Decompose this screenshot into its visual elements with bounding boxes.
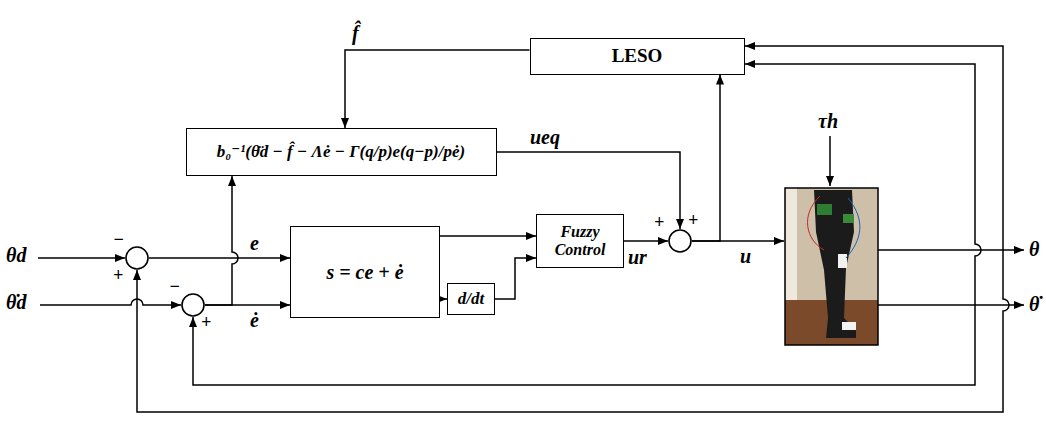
signal-connector — [440, 298, 447, 300]
photo-knee-brace — [838, 254, 847, 268]
node-text: s = ce + ė — [326, 261, 403, 284]
photo-cable — [808, 196, 824, 250]
photo-cable — [846, 198, 860, 258]
photo-wall — [785, 188, 878, 345]
sign-label: + — [113, 266, 123, 286]
signal-connector — [440, 235, 536, 237]
output-label: θ̇ — [1029, 293, 1039, 315]
text-stack: LESO — [612, 45, 663, 67]
junction-circle — [126, 247, 148, 269]
node-text: d/dt — [458, 289, 484, 309]
signal-connector — [495, 258, 536, 299]
signal-connector — [205, 176, 238, 305]
signal-connector — [149, 257, 290, 259]
summing-junction: −+ — [181, 293, 205, 317]
summing-junction: −+ — [125, 246, 149, 270]
observer-box: LESO — [530, 38, 745, 75]
junction-circle — [182, 294, 204, 316]
summing-junction: ++ — [668, 229, 692, 253]
photo-board — [843, 214, 854, 223]
photo-board — [817, 204, 832, 215]
sign-label: − — [169, 277, 180, 297]
derivative-box: d/dt — [447, 283, 495, 315]
disturbance-label: τh — [818, 110, 838, 132]
photo-leg — [814, 190, 856, 338]
sign-label: + — [654, 213, 664, 233]
signal-label: f̂ — [352, 22, 359, 44]
text-stack: d/dt — [458, 289, 484, 309]
output-wire — [878, 249, 1024, 251]
text-stack: b₀⁻¹(θ̈d − f̂ − Λė − Γ(q/p)e(q−p)/pė) — [217, 142, 465, 162]
text-stack: s = ce + ė — [326, 261, 403, 284]
junction-outline — [668, 229, 692, 253]
sign-label: + — [201, 313, 211, 333]
reference-rate-wire — [40, 299, 181, 305]
photo-door-frame — [786, 188, 797, 300]
signal-connector — [624, 240, 668, 242]
photo-frame — [785, 188, 878, 345]
node-text: Fuzzy Control — [543, 223, 617, 260]
output-label: θ — [1029, 238, 1039, 260]
reference-wire — [38, 257, 125, 259]
node-text: b₀⁻¹(θ̈d − f̂ − Λė − Γ(q/p)e(q−p)/pė) — [217, 142, 465, 162]
sign-label: − — [113, 230, 124, 250]
disturbance-arrow — [829, 136, 831, 186]
exoskeleton-photo — [785, 188, 878, 345]
photo-ankle-brace — [842, 322, 856, 330]
signal-label: u — [740, 245, 751, 267]
output-rate-wire — [878, 304, 1024, 306]
signal-label: e — [250, 232, 259, 254]
junction-outline — [125, 246, 149, 270]
junction-circle — [669, 230, 691, 252]
reference-rate-label: θ̇d — [6, 291, 26, 313]
text-stack: Fuzzy Control — [543, 223, 617, 260]
signal-connector — [345, 50, 530, 128]
reference-label: θd — [6, 244, 26, 266]
node-text: LESO — [612, 45, 663, 67]
sign-label: + — [688, 211, 698, 231]
fuzzy-control-box: Fuzzy Control — [536, 214, 624, 268]
signal-label: ė — [250, 309, 259, 331]
signal-label: ueq — [530, 126, 560, 148]
control-law-box: b₀⁻¹(θ̈d − f̂ − Λė − Γ(q/p)e(q−p)/pė) — [186, 128, 497, 176]
sliding-surface-box: s = ce + ė — [290, 226, 440, 318]
signal-label: ur — [628, 246, 647, 268]
